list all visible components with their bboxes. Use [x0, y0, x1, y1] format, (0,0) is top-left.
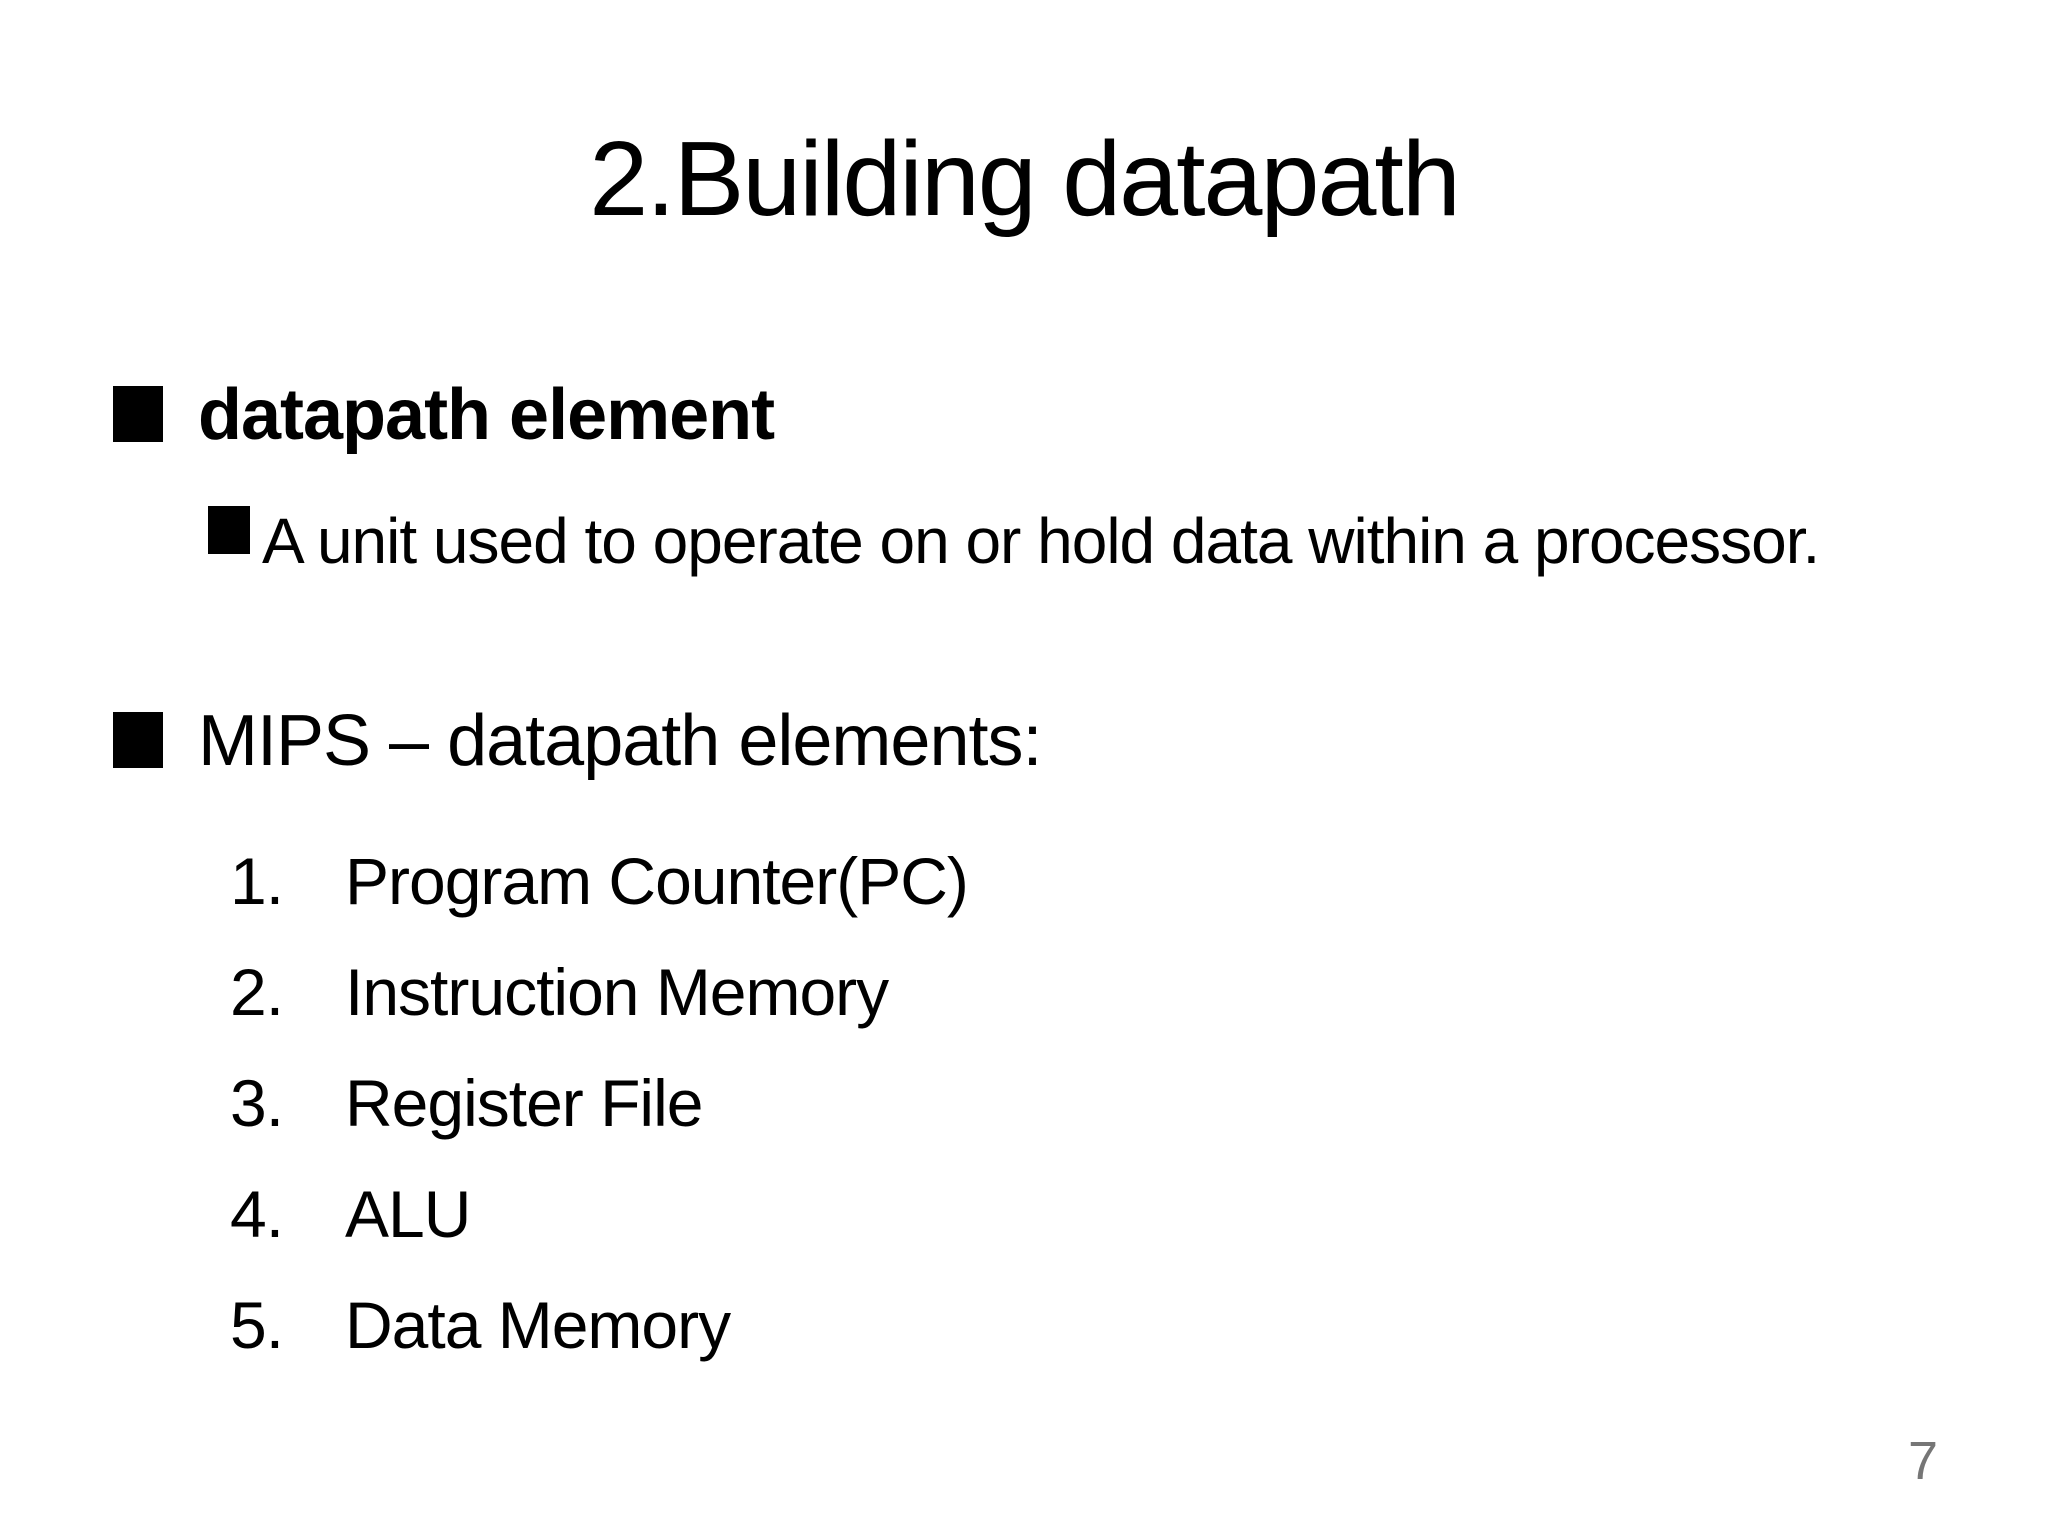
list-item-text: ALU	[345, 1177, 471, 1251]
list-item-number: 3.	[230, 1066, 284, 1140]
bullet-level2-unit-description: A unit used to operate on or hold data w…	[262, 505, 1820, 577]
bullet-level1-datapath-element: datapath element	[198, 375, 775, 455]
list-item: 5. Data Memory	[0, 1292, 2048, 1372]
list-item: 4. ALU	[0, 1181, 2048, 1261]
bullet-square-icon	[208, 506, 250, 554]
list-item-number: 4.	[230, 1177, 284, 1251]
list-item-number: 1.	[230, 844, 284, 918]
list-item-text: Register File	[345, 1066, 703, 1140]
list-item-text: Data Memory	[345, 1288, 731, 1362]
list-item: 3. Register File	[0, 1070, 2048, 1150]
list-item-text: Instruction Memory	[345, 955, 889, 1029]
list-item-number: 5.	[230, 1288, 284, 1362]
list-item: 2. Instruction Memory	[0, 959, 2048, 1039]
list-item-text: Program Counter(PC)	[345, 844, 969, 918]
slide-title: 2.Building datapath	[589, 120, 1461, 238]
bullet-level1-mips-elements: MIPS – datapath elements:	[198, 701, 1042, 781]
list-item: 1. Program Counter(PC)	[0, 848, 2048, 928]
page-number: 7	[1908, 1431, 1939, 1491]
list-item-number: 2.	[230, 955, 284, 1029]
bullet-square-icon	[113, 386, 163, 442]
bullet-square-icon	[113, 712, 163, 768]
